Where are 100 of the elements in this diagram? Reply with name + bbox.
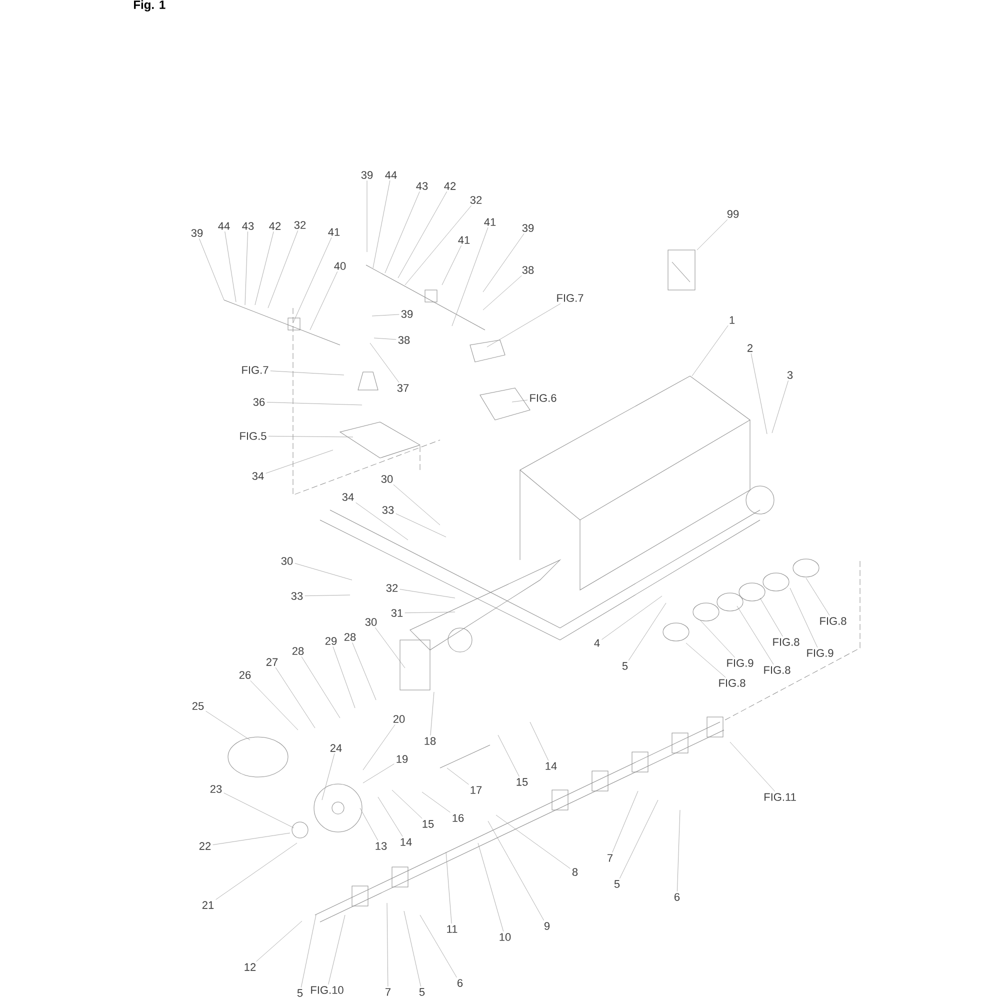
- callout-number: 10: [500, 933, 511, 941]
- callout-number: 43: [416, 182, 428, 190]
- leader-line: [442, 245, 462, 286]
- leader-line: [696, 219, 728, 250]
- callout-number: 41: [458, 236, 470, 244]
- leader-line: [244, 231, 248, 306]
- leader-line: [392, 790, 422, 819]
- leader-line: [292, 237, 332, 324]
- callout-number: 30: [281, 557, 293, 565]
- leader-line: [372, 180, 390, 268]
- callout-number: FIG.9: [727, 659, 754, 667]
- callout-number: 24: [330, 744, 342, 752]
- callout-number: 39: [401, 310, 413, 318]
- leader-line: [356, 502, 408, 540]
- callout-number: 42: [444, 182, 456, 190]
- callout-number: 32: [386, 584, 398, 592]
- callout-number: 1: [730, 316, 735, 324]
- leader-line: [301, 656, 340, 718]
- callout-number: 22: [199, 842, 211, 850]
- leader-line: [398, 191, 448, 278]
- callout-number: 42: [269, 222, 281, 230]
- callout-number: 34: [342, 493, 354, 501]
- callout-number: 14: [546, 762, 557, 770]
- callout-number: 7: [608, 854, 613, 862]
- callout-number: FIG.6: [530, 394, 556, 402]
- leader-line: [310, 271, 338, 330]
- leader-line: [530, 722, 549, 761]
- leader-line: [328, 914, 346, 985]
- leader-line: [396, 513, 446, 538]
- callout-number: FIG.11: [764, 793, 796, 801]
- leader-line: [362, 764, 394, 784]
- callout-number: 6: [458, 979, 463, 987]
- callout-number: 28: [344, 633, 356, 641]
- leader-line: [420, 914, 457, 978]
- leader-line: [224, 792, 294, 828]
- leader-line: [268, 230, 298, 308]
- leader-line: [300, 914, 316, 988]
- leader-line: [446, 852, 452, 924]
- callout-number: 34: [252, 472, 264, 480]
- callout-number: 33: [382, 506, 394, 514]
- leader-line: [268, 436, 354, 438]
- leader-line: [400, 589, 456, 598]
- figure-title: Fig. 1: [134, 0, 166, 12]
- callout-number: 3: [787, 371, 793, 379]
- callout-number: 19: [396, 755, 408, 763]
- leader-line: [478, 842, 504, 932]
- leader-line: [750, 353, 768, 434]
- callout-number: 39: [191, 229, 203, 237]
- callout-number: 4: [594, 639, 600, 647]
- callout-number: 37: [397, 384, 409, 392]
- leader-line: [730, 742, 776, 792]
- leader-line: [374, 627, 406, 668]
- callout-number: 39: [361, 171, 373, 179]
- leader-line: [452, 227, 488, 326]
- callout-number: 9: [544, 922, 550, 930]
- leader-line: [482, 275, 522, 310]
- callout-number: 17: [470, 786, 482, 794]
- callout-number: 36: [253, 398, 265, 406]
- leader-line: [692, 325, 728, 376]
- leader-line: [512, 400, 528, 402]
- callout-number: 13: [376, 842, 387, 850]
- callout-number: 6: [674, 893, 680, 901]
- leader-line: [488, 820, 544, 921]
- leader-line: [806, 578, 830, 616]
- callout-number: 44: [385, 171, 397, 179]
- leader-line: [430, 692, 434, 736]
- callout-number: 18: [424, 737, 436, 745]
- leader-line: [612, 790, 638, 853]
- leader-line: [224, 231, 236, 302]
- leader-line: [322, 753, 335, 800]
- callout-number: 2: [748, 344, 753, 352]
- leader-line: [374, 338, 396, 340]
- leader-line: [270, 370, 344, 376]
- leader-line: [250, 680, 298, 730]
- callout-number: 38: [398, 336, 410, 344]
- callout-number: 15: [422, 820, 434, 828]
- callout-number: 8: [572, 868, 578, 876]
- leader-line: [496, 814, 570, 869]
- leader-line: [404, 205, 472, 286]
- callout-number: 12: [244, 963, 256, 971]
- leader-line: [216, 842, 298, 900]
- leader-line: [760, 598, 783, 637]
- leader-line: [294, 563, 352, 580]
- callout-number: 31: [391, 609, 403, 617]
- leader-line: [772, 380, 788, 434]
- leader-line: [498, 734, 520, 777]
- callout-number: 32: [470, 196, 482, 204]
- leader-line: [486, 303, 561, 348]
- callout-number: 99: [727, 210, 739, 218]
- leader-line: [362, 724, 396, 770]
- callout-number: 32: [294, 221, 306, 229]
- callout-number: FIG.8: [719, 679, 746, 687]
- callout-number: 14: [400, 838, 412, 846]
- callout-number: FIG.8: [820, 617, 846, 625]
- callout-number: 23: [210, 785, 222, 793]
- leader-line: [686, 642, 726, 678]
- callout-number: FIG.9: [807, 649, 834, 657]
- leader-line: [482, 233, 524, 292]
- leader-line: [304, 594, 350, 596]
- leader-line: [404, 910, 421, 987]
